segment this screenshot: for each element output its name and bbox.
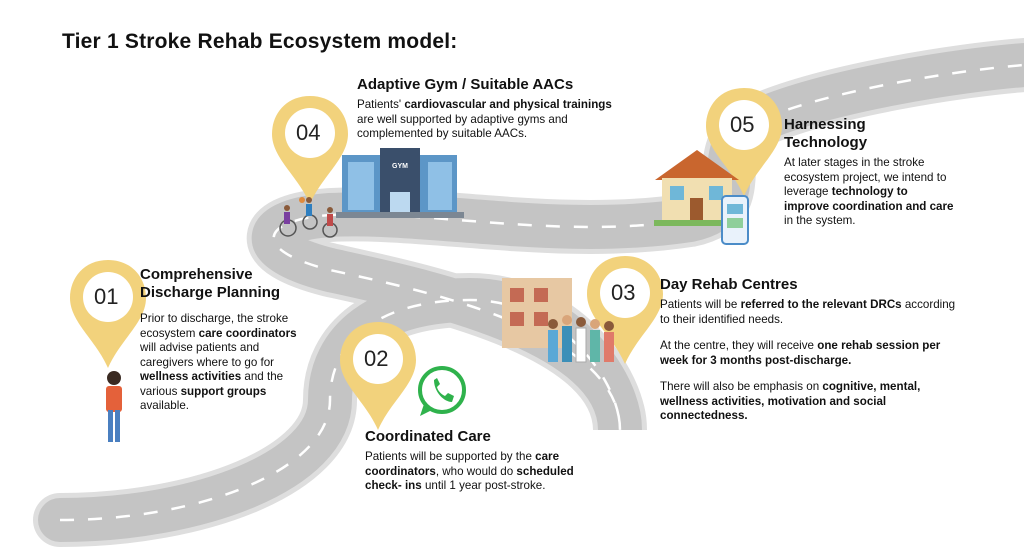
text-run: Patients'	[357, 98, 405, 111]
step-01-heading-line1: Comprehensive	[140, 266, 253, 283]
smartphone-illustration	[721, 195, 749, 245]
step-04-block: Adaptive Gym / Suitable AACs Patients' c…	[357, 76, 612, 142]
step-03-para3: There will also be emphasis on cognitive…	[660, 380, 960, 424]
text-run: cognitive, mental, wellness activities, …	[660, 380, 921, 422]
text-run: until 1 year post-stroke.	[421, 479, 546, 492]
text-run: care coordinators	[365, 450, 560, 478]
pin-01-number: 01	[94, 284, 119, 309]
woman-illustration	[106, 371, 122, 442]
text-run: referred to the relevant DRCs	[740, 298, 902, 311]
step-04-text: Patients' cardiovascular and physical tr…	[357, 98, 612, 142]
step-03-heading: Day Rehab Centres	[660, 276, 798, 293]
step-05-heading-line1: Harnessing	[784, 116, 866, 133]
text-run: Prior to discharge, the stroke ecosystem	[140, 312, 289, 340]
step-01-text: Prior to discharge, the stroke ecosystem…	[140, 312, 315, 414]
house-illustration	[654, 150, 740, 226]
wheelchair-athletes-illustration	[279, 197, 338, 238]
text-run: will advise patients and caregivers wher…	[140, 341, 275, 369]
text-run: support groups	[180, 384, 267, 398]
step-03-block: Day Rehab Centres Patients will be refer…	[660, 276, 960, 424]
whatsapp-icon	[418, 366, 466, 416]
step-05-block: Harnessing Technology At later stages in…	[784, 116, 954, 229]
text-run: one rehab session per week for 3 months …	[660, 339, 941, 367]
text-run: and the various	[140, 370, 284, 398]
step-02-text: Patients will be supported by the care c…	[365, 450, 605, 494]
step-04-heading: Adaptive Gym / Suitable AACs	[357, 76, 574, 93]
step-03-para2: At the centre, they will receive one reh…	[660, 339, 960, 368]
medical-staff-illustration	[548, 315, 614, 363]
text-run: technology to improve coordination and c…	[784, 185, 954, 213]
pin-02-number: 02	[364, 346, 389, 371]
text-run: are well supported by adaptive gyms and …	[357, 112, 568, 141]
text-run: , who would do	[435, 464, 517, 478]
text-run: wellness activities	[140, 370, 242, 383]
gym-sign: GYM	[392, 163, 408, 170]
text-run: according to their identified needs.	[660, 298, 956, 326]
pin-04	[272, 96, 348, 204]
step-02-block: Coordinated Care Patients will be suppor…	[365, 428, 605, 494]
text-run: in the system.	[784, 214, 856, 227]
text-run: care coordinators	[198, 326, 297, 340]
pin-03	[587, 256, 663, 364]
step-05-heading-line2: Technology	[784, 134, 868, 151]
page-title: Tier 1 Stroke Rehab Ecosystem model:	[62, 30, 458, 53]
pin-05	[706, 88, 782, 196]
step-05-text: At later stages in the stroke ecosystem …	[784, 156, 954, 229]
text-run: available.	[140, 399, 189, 412]
step-01-block: Comprehensive Discharge Planning Prior t…	[140, 266, 315, 414]
pin-04-number: 04	[296, 120, 321, 145]
step-01-heading-line2: Discharge Planning	[140, 284, 281, 301]
gym-building-illustration: GYM	[336, 148, 464, 218]
pin-02	[340, 322, 416, 430]
text-run: At later stages in the stroke ecosystem …	[784, 156, 947, 198]
text-run: There will also be emphasis on	[660, 380, 823, 393]
pin-05-number: 05	[730, 112, 755, 137]
text-run: Patients will be	[660, 298, 741, 311]
text-run: At the centre, they will receive	[660, 339, 818, 352]
step-03-para1: Patients will be referred to the relevan…	[660, 298, 960, 327]
pin-03-number: 03	[611, 280, 636, 305]
text-run: scheduled check- ins	[365, 464, 574, 493]
step-02-heading: Coordinated Care	[365, 428, 491, 445]
text-run: Patients will be supported by the	[365, 450, 536, 463]
rehab-centre-illustration	[502, 278, 572, 348]
text-run: cardiovascular and physical trainings	[404, 98, 612, 111]
pin-01	[70, 260, 146, 368]
